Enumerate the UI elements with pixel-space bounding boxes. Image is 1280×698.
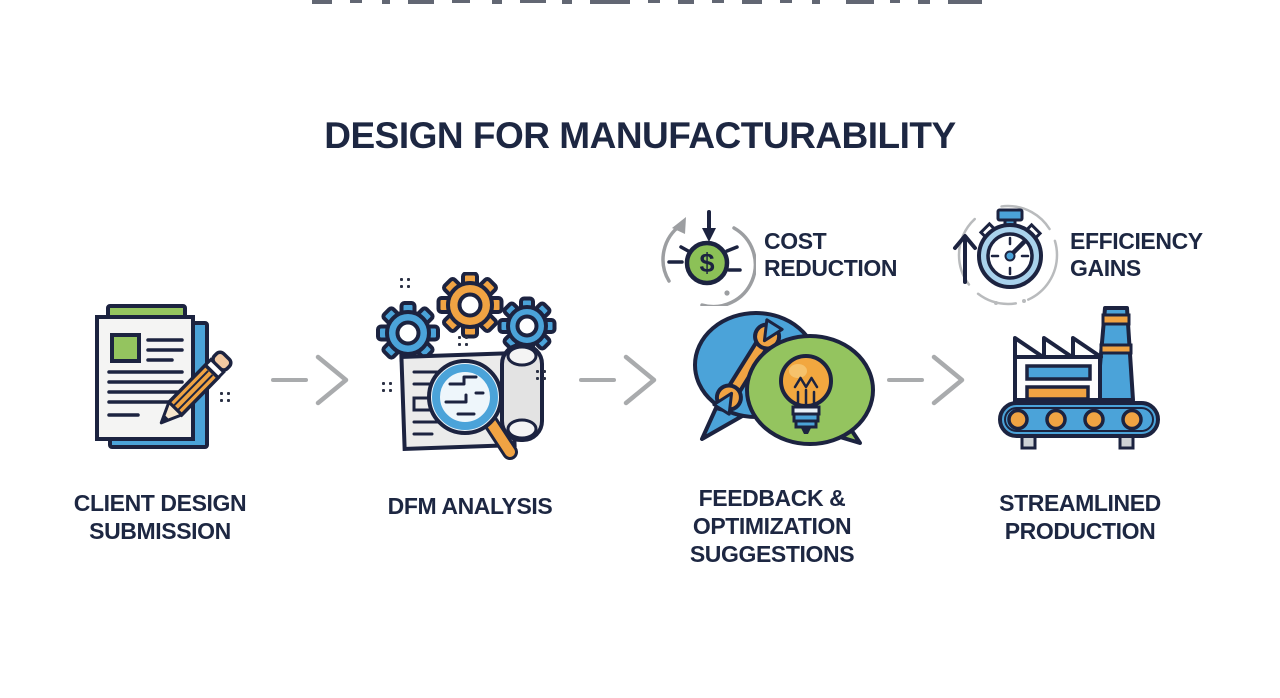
decor-dots <box>400 278 411 288</box>
callout-line: GAINS <box>1070 255 1141 281</box>
step-label-streamlined-production: STREAMLINED PRODUCTION <box>960 489 1200 545</box>
flow-arrow-1 <box>271 354 349 406</box>
document-pencil-icon <box>95 304 233 449</box>
label-line: SUBMISSION <box>89 518 231 544</box>
label-line: SUGGESTIONS <box>689 541 855 567</box>
factory-conveyor-icon <box>998 306 1160 450</box>
callout-cost-reduction-label: COST REDUCTION <box>764 228 898 282</box>
callout-line: REDUCTION <box>764 255 898 281</box>
cropped-text-artifact <box>0 0 1280 5</box>
flow-arrow-3 <box>887 354 965 406</box>
callout-line: EFFICIENCY <box>1070 228 1203 254</box>
page-title: DESIGN FOR MANUFACTURABILITY <box>324 114 956 156</box>
speech-bubbles-wrench-lightbulb-icon <box>693 311 875 446</box>
step-label-feedback-optimization: FEEDBACK & OPTIMIZATION SUGGESTIONS <box>652 484 892 568</box>
dollar-glyph: $ <box>699 248 714 278</box>
step-label-dfm-analysis: DFM ANALYSIS <box>350 492 590 520</box>
label-line: FEEDBACK & <box>698 485 846 511</box>
label-line: OPTIMIZATION <box>692 513 852 539</box>
label-line: PRODUCTION <box>1004 518 1156 544</box>
step-label-client-design-submission: CLIENT DESIGN SUBMISSION <box>40 489 280 545</box>
stopwatch-up-arrow-icon <box>953 204 1059 306</box>
dollar-decrease-cycle-icon: $ <box>661 210 756 306</box>
label-line: CLIENT DESIGN <box>73 490 247 516</box>
flow-arrow-2 <box>579 354 657 406</box>
callout-line: COST <box>764 228 827 254</box>
decor-dots <box>536 370 547 380</box>
label-line: STREAMLINED <box>999 490 1161 516</box>
decor-dots <box>220 392 231 402</box>
callout-efficiency-gains-label: EFFICIENCY GAINS <box>1070 228 1203 282</box>
decor-dots <box>382 382 393 392</box>
decor-dots <box>458 336 469 346</box>
label-line: DFM ANALYSIS <box>387 493 553 519</box>
gears-blueprint-magnifier-icon <box>376 272 557 460</box>
